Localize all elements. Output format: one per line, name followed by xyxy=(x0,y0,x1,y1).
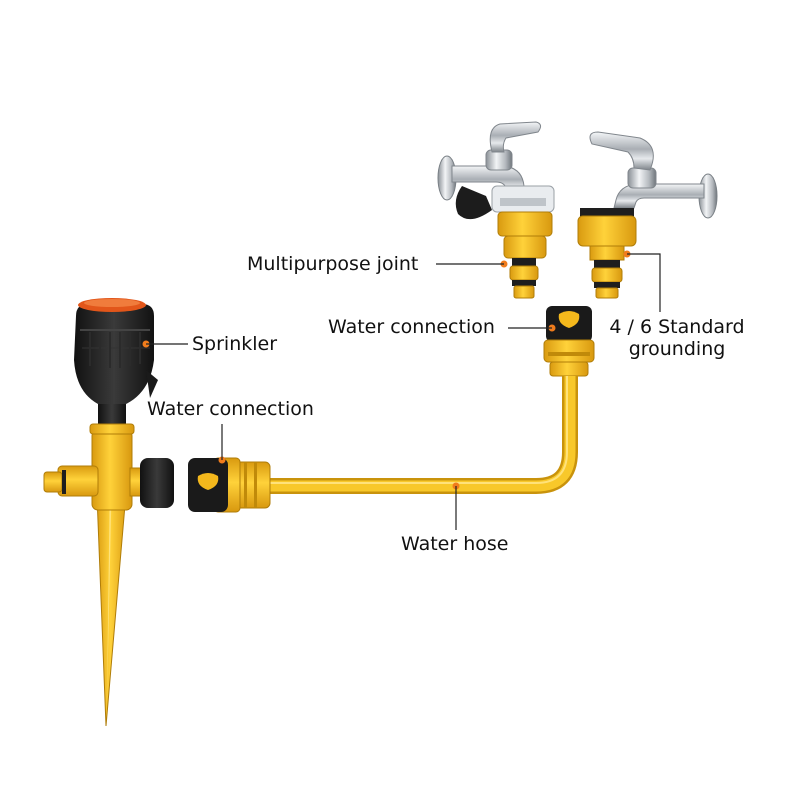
label-multipurpose-joint: Multipurpose joint xyxy=(247,253,418,275)
multipurpose-joint-icon xyxy=(492,186,554,298)
hose-icon xyxy=(262,376,570,490)
label-standard-grounding: 4 / 6 Standard grounding xyxy=(604,316,750,360)
sprinkler-icon xyxy=(44,298,174,726)
quick-connector-top-icon xyxy=(544,306,594,376)
standard-adapter-icon xyxy=(578,208,636,298)
faucet-right-icon xyxy=(590,132,717,218)
label-water-hose: Water hose xyxy=(401,533,508,555)
quick-connector-left-icon xyxy=(188,457,270,513)
label-water-connection-left: Water connection xyxy=(147,398,314,420)
label-standard-grounding-line2: grounding xyxy=(604,338,750,360)
leader-standard-grounding xyxy=(627,254,660,312)
label-sprinkler: Sprinkler xyxy=(192,333,277,355)
label-water-connection-top: Water connection xyxy=(328,316,495,338)
label-standard-grounding-line1: 4 / 6 Standard xyxy=(604,316,750,338)
